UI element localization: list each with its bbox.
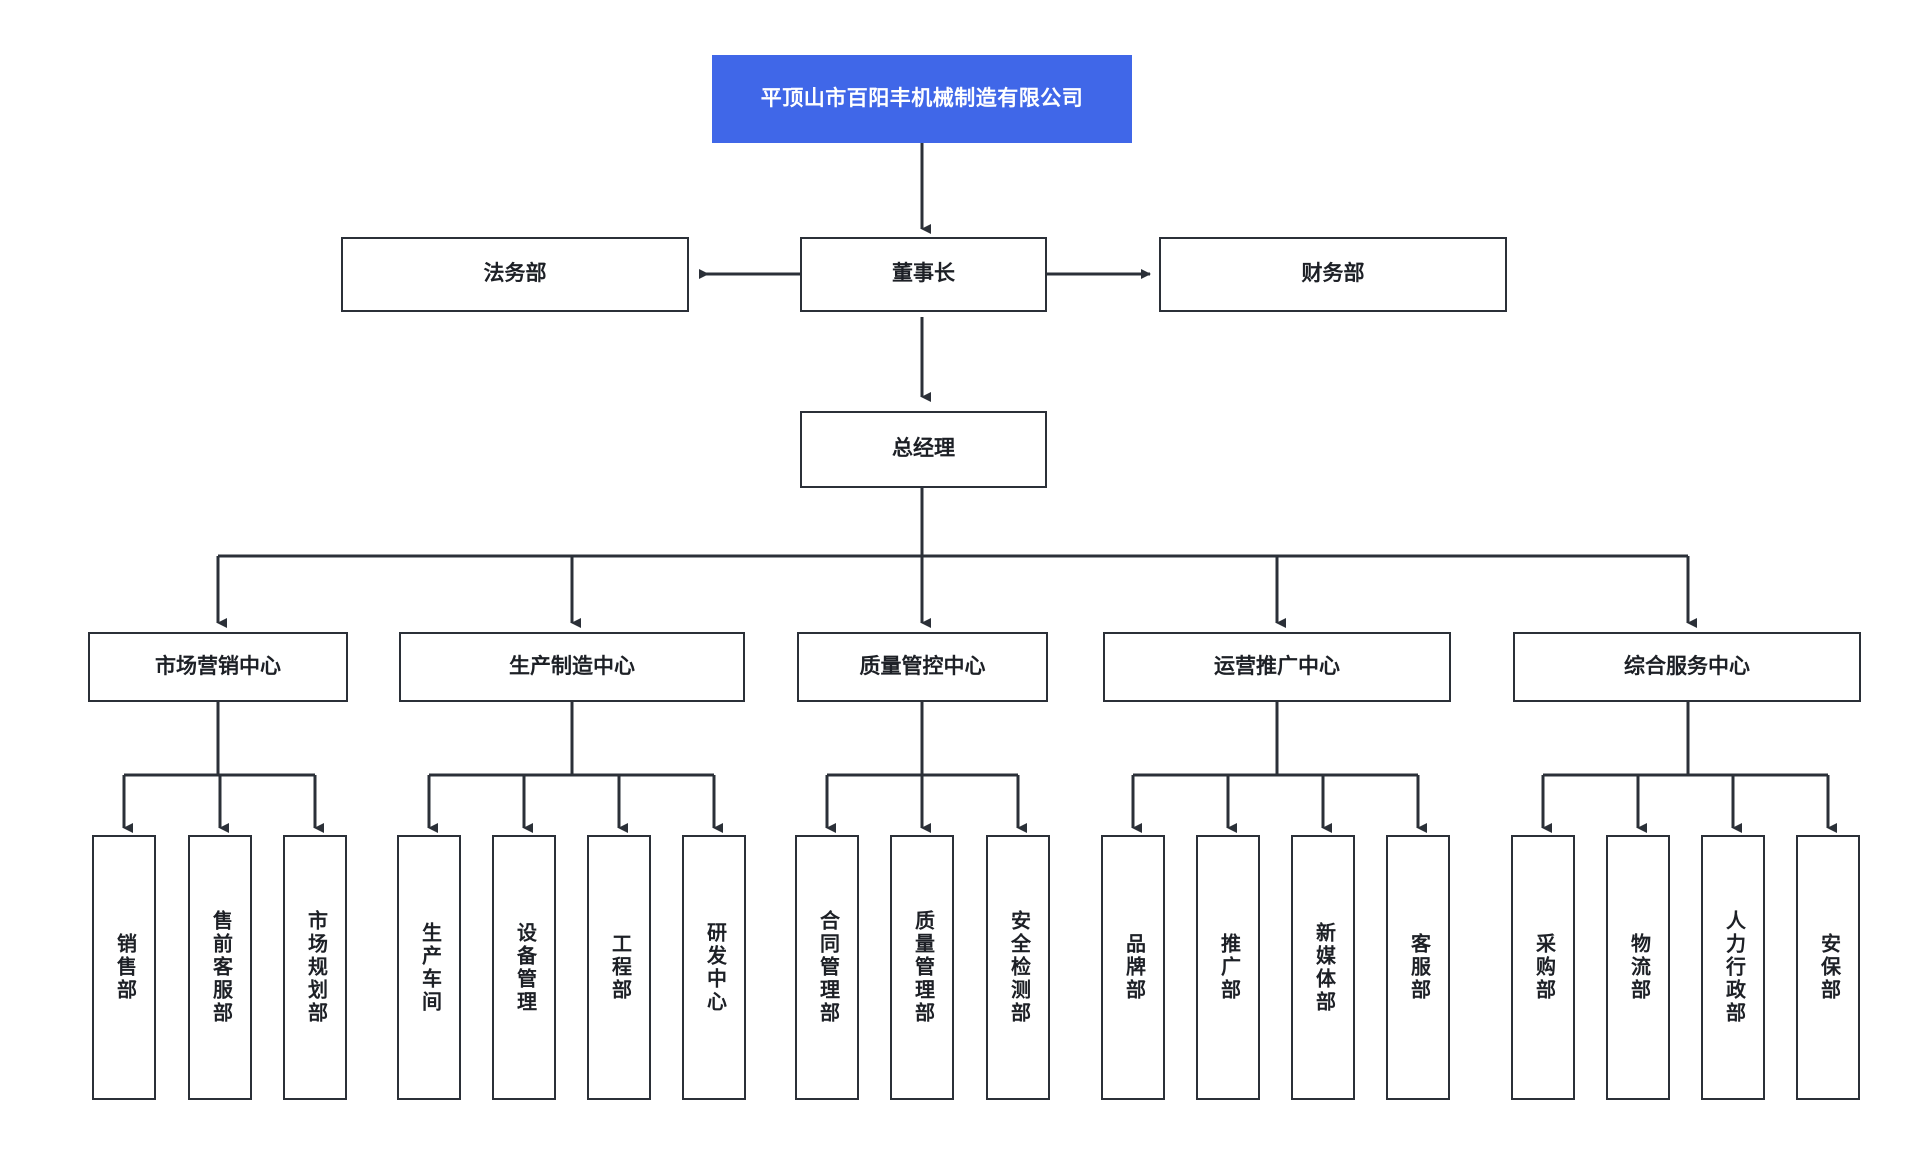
node-department-new-media[interactable]: 新媒体部 <box>1291 835 1355 1100</box>
node-department-hr-administration[interactable]: 人力行政部 <box>1701 835 1765 1100</box>
node-label: 采购部 <box>1532 933 1555 1002</box>
node-label: 工程部 <box>608 933 631 1002</box>
node-center-manufacturing[interactable]: 生产制造中心 <box>399 632 745 702</box>
node-label: 法务部 <box>483 262 547 286</box>
node-department-security[interactable]: 安保部 <box>1796 835 1860 1100</box>
node-label: 董事长 <box>892 262 955 286</box>
node-department-presales-service[interactable]: 售前客服部 <box>188 835 252 1100</box>
node-label: 推广部 <box>1217 933 1240 1002</box>
node-label: 新媒体部 <box>1312 921 1335 1014</box>
node-legal-department[interactable]: 法务部 <box>341 237 689 312</box>
node-department-contract-management[interactable]: 合同管理部 <box>795 835 859 1100</box>
node-label: 物流部 <box>1627 933 1650 1002</box>
node-label: 研发中心 <box>703 921 726 1014</box>
node-department-promotion[interactable]: 推广部 <box>1196 835 1260 1100</box>
node-center-marketing[interactable]: 市场营销中心 <box>88 632 348 702</box>
node-company-root[interactable]: 平顶山市百阳丰机械制造有限公司 <box>712 55 1132 143</box>
node-department-logistics[interactable]: 物流部 <box>1606 835 1670 1100</box>
node-label: 市场规划部 <box>304 910 327 1025</box>
node-label: 质量管理部 <box>911 910 934 1025</box>
node-label: 设备管理 <box>513 921 536 1014</box>
node-department-brand[interactable]: 品牌部 <box>1101 835 1165 1100</box>
node-department-engineering[interactable]: 工程部 <box>587 835 651 1100</box>
node-department-procurement[interactable]: 采购部 <box>1511 835 1575 1100</box>
node-label: 平顶山市百阳丰机械制造有限公司 <box>760 86 1084 110</box>
node-label: 安保部 <box>1817 933 1840 1002</box>
node-center-service[interactable]: 综合服务中心 <box>1513 632 1861 702</box>
node-label: 售前客服部 <box>209 910 232 1025</box>
edge-center-5-to-departments <box>1541 702 1837 833</box>
node-label: 合同管理部 <box>816 910 839 1025</box>
node-department-customer-service[interactable]: 客服部 <box>1386 835 1450 1100</box>
node-department-safety-inspection[interactable]: 安全检测部 <box>986 835 1050 1100</box>
node-label: 安全检测部 <box>1007 910 1030 1025</box>
node-label: 生产车间 <box>418 921 441 1014</box>
node-label: 质量管控中心 <box>859 654 986 678</box>
node-department-rnd-center[interactable]: 研发中心 <box>682 835 746 1100</box>
node-center-operations[interactable]: 运营推广中心 <box>1103 632 1451 702</box>
node-label: 销售部 <box>113 933 136 1002</box>
node-label: 人力行政部 <box>1722 910 1745 1025</box>
node-label: 品牌部 <box>1122 933 1145 1002</box>
edge-center-3-to-departments <box>825 702 1027 833</box>
node-label: 客服部 <box>1407 933 1430 1002</box>
node-department-production-workshop[interactable]: 生产车间 <box>397 835 461 1100</box>
node-label: 市场营销中心 <box>155 654 281 678</box>
edge-center-1-to-departments <box>122 702 324 833</box>
node-label: 财务部 <box>1301 262 1365 286</box>
node-department-market-planning[interactable]: 市场规划部 <box>283 835 347 1100</box>
node-chairman[interactable]: 董事长 <box>800 237 1047 312</box>
node-department-sales[interactable]: 销售部 <box>92 835 156 1100</box>
edge-center-2-to-departments <box>427 702 723 833</box>
node-finance-department[interactable]: 财务部 <box>1159 237 1507 312</box>
node-general-manager[interactable]: 总经理 <box>800 411 1047 488</box>
node-department-equipment-management[interactable]: 设备管理 <box>492 835 556 1100</box>
node-label: 综合服务中心 <box>1624 654 1750 678</box>
node-label: 总经理 <box>892 437 955 461</box>
node-label: 运营推广中心 <box>1214 654 1340 678</box>
node-label: 生产制造中心 <box>509 654 635 678</box>
edge-gm-to-bus <box>216 488 1697 628</box>
node-department-quality-management[interactable]: 质量管理部 <box>890 835 954 1100</box>
edge-center-4-to-departments <box>1131 702 1427 833</box>
node-center-quality[interactable]: 质量管控中心 <box>797 632 1048 702</box>
